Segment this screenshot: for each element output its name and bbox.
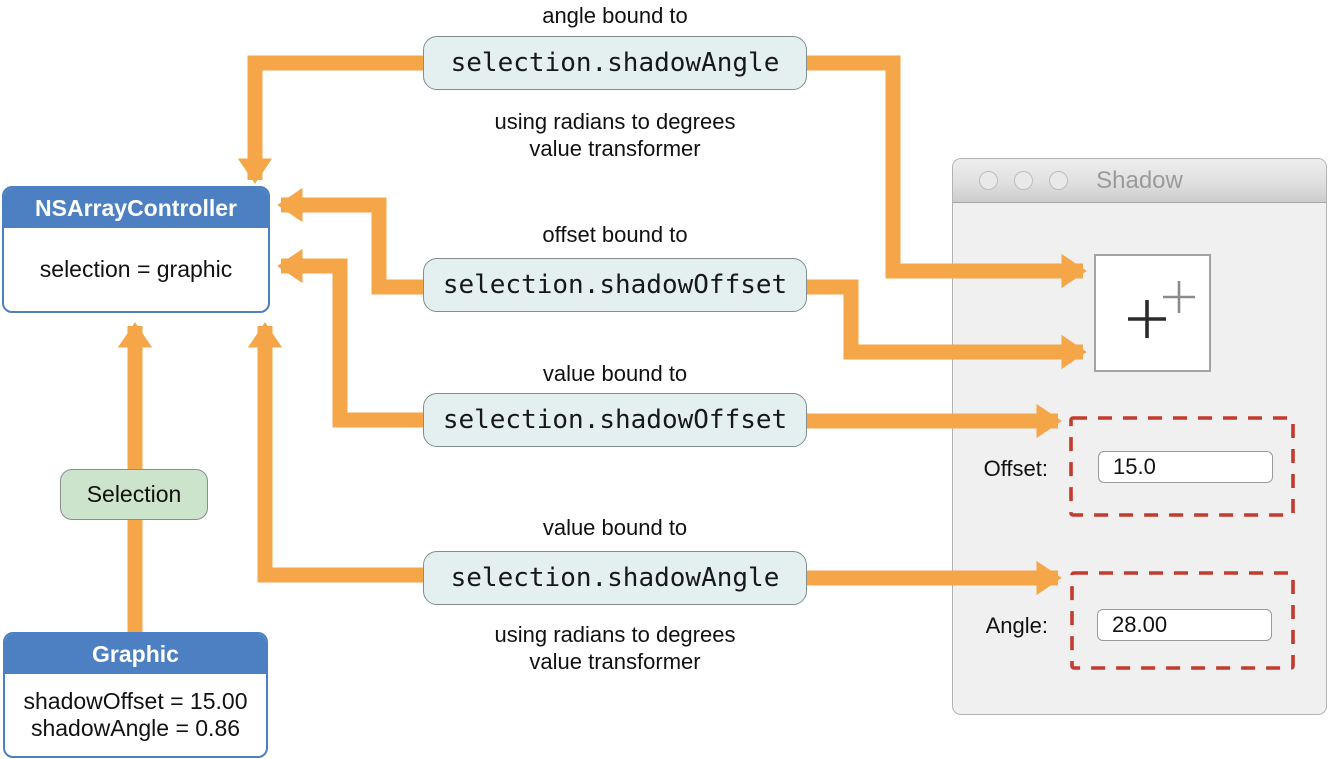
transformer-note-line2: value transformer (529, 136, 701, 161)
close-button[interactable] (979, 171, 998, 190)
graphic-body: shadowOffset = 15.00 shadowAngle = 0.86 (5, 674, 266, 756)
zoom-button[interactable] (1049, 171, 1068, 190)
offset-input[interactable] (1098, 451, 1273, 483)
shadow-preview-control[interactable] (1094, 254, 1211, 372)
keypath-box-shadow-angle-bottom: selection.shadowAngle (423, 551, 807, 605)
graphic-shadow-angle-line: shadowAngle = 0.86 (30, 715, 241, 741)
keypath-box-shadow-offset-value: selection.shadowOffset (423, 393, 807, 447)
graphic-title: Graphic (5, 634, 266, 674)
arrow-value-angle-binding-to-controller (247, 322, 423, 583)
transformer-note-line2: value transformer (529, 649, 701, 674)
offset-label: Offset: (983, 456, 1048, 481)
transformer-note-line1: using radians to degrees (494, 109, 736, 134)
binding-label-offset: offset bound to (542, 222, 688, 247)
window-title: Shadow (1096, 166, 1183, 194)
nsarraycontroller-body: selection = graphic (39, 256, 233, 282)
binding-label-value-angle: value bound to (542, 515, 688, 540)
keypath-box-shadow-offset: selection.shadowOffset (423, 258, 807, 312)
graphic-shadow-offset-line: shadowOffset = 15.00 (23, 688, 248, 714)
transformer-note-bottom: using radians to degrees value transform… (423, 621, 807, 675)
origin-crosshair-icon (1163, 281, 1195, 313)
binding-label-angle: angle bound to (542, 3, 688, 28)
arrow-value-offset-binding-to-controller (277, 248, 423, 428)
offset-crosshair-icon (1128, 300, 1166, 338)
selection-badge: Selection (60, 469, 208, 520)
angle-input[interactable] (1097, 609, 1272, 641)
transformer-note-top: using radians to degrees value transform… (423, 108, 807, 162)
shadow-window: Shadow Offset: Angle: (952, 158, 1327, 715)
crosshair-graphics (1128, 281, 1195, 338)
keypath-box-shadow-angle-top: selection.shadowAngle (423, 36, 807, 90)
transformer-note-line1: using radians to degrees (494, 622, 736, 647)
nsarraycontroller-title: NSArrayController (4, 188, 268, 228)
arrow-angle-binding-to-controller (237, 55, 423, 184)
minimize-button[interactable] (1014, 171, 1033, 190)
graphic-box: Graphic shadowOffset = 15.00 shadowAngle… (3, 632, 268, 758)
arrow-offset-binding-to-controller (277, 187, 423, 295)
angle-label: Angle: (985, 613, 1048, 638)
nsarraycontroller-box: NSArrayController selection = graphic (2, 186, 270, 313)
binding-label-value-offset: value bound to (542, 361, 688, 386)
window-titlebar[interactable]: Shadow (953, 159, 1326, 203)
